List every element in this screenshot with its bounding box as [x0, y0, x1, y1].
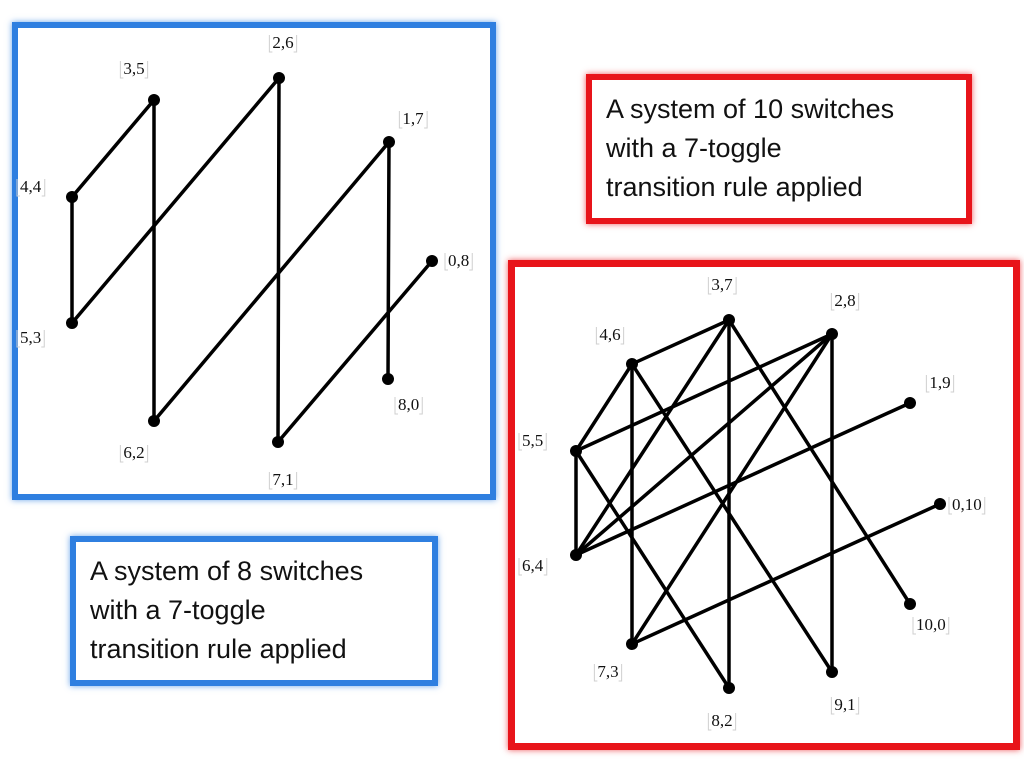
- caption-10-line-2: with a 7-toggle: [606, 133, 782, 163]
- edge-4-6-to-3-7: [630, 318, 731, 366]
- caption-10-line-3: transition rule applied: [606, 172, 863, 202]
- label-bracket: [268, 35, 298, 53]
- edge-3-7-to-10-0: [727, 318, 912, 606]
- node-label-0-8: 0,8: [448, 251, 469, 270]
- label-bracket: [925, 375, 955, 393]
- label-bracket: [707, 713, 737, 731]
- node-label-5-5: 5,5: [522, 431, 543, 450]
- caption-8-line-1: A system of 8 switches: [90, 556, 364, 586]
- node-3-5: [148, 94, 160, 106]
- node-label-6-4: 6,4: [522, 556, 544, 575]
- edge-0-10-to-7-3: [630, 502, 942, 646]
- node-label-9-1: 9,1: [834, 695, 855, 714]
- label-bracket: [268, 472, 298, 490]
- edge-3-7-to-6-4: [574, 318, 731, 557]
- graph-ten: 3,7 2,8 4,6 1,9 5,5 0,10 6,4 10,0 7,3 9,1 8,2: [518, 275, 986, 731]
- node-label-8-2: 8,2: [711, 711, 732, 730]
- node-9-1: [826, 666, 838, 678]
- edge-5-5-to-8-2: [574, 449, 731, 690]
- node-label-1-9: 1,9: [929, 373, 950, 392]
- node-10-0: [904, 598, 916, 610]
- label-bracket: [398, 111, 428, 129]
- node-5-5: [570, 445, 582, 457]
- label-bracket: [595, 327, 625, 345]
- node-0-8: [426, 255, 438, 267]
- edge-2-6-to-7-1: [276, 76, 281, 444]
- label-bracket: [948, 497, 986, 515]
- node-8-0: [382, 373, 394, 385]
- graph-8-switches-panel: [12, 22, 496, 500]
- node-label-3-5: 3,5: [123, 59, 144, 78]
- label-bracket: [912, 617, 950, 635]
- caption-8-line-3: transition rule applied: [90, 634, 347, 664]
- node-8-2: [723, 682, 735, 694]
- label-bracket: [830, 697, 860, 715]
- edge-5-3-to-2-6: [70, 76, 281, 325]
- edge-1-9-to-6-4: [574, 401, 912, 557]
- edge-6-2-to-1-7: [152, 140, 391, 423]
- label-bracket: [518, 433, 547, 451]
- node-0-10: [934, 498, 946, 510]
- node-6-4: [570, 549, 582, 561]
- caption-10-switches: A system of 10 switches with a 7-toggle …: [586, 74, 972, 224]
- edge-2-8-to-5-5: [574, 332, 834, 453]
- node-label-7-3: 7,3: [597, 662, 618, 681]
- node-2-8: [826, 328, 838, 340]
- label-bracket: [830, 293, 860, 311]
- node-label-4-6: 4,6: [599, 325, 620, 344]
- node-6-2: [148, 415, 160, 427]
- caption-10-line-1: A system of 10 switches: [606, 94, 895, 124]
- label-bracket: [707, 277, 737, 295]
- edge-7-1-to-0-8: [276, 259, 434, 444]
- label-bracket: [394, 397, 423, 415]
- node-3-7: [723, 314, 735, 326]
- node-5-3: [66, 317, 78, 329]
- edge-4-4-to-3-5: [70, 98, 156, 199]
- node-label-8-0: 8,0: [398, 395, 419, 414]
- label-bracket: [119, 61, 149, 79]
- node-1-7: [383, 136, 395, 148]
- node-label-2-6: 2,6: [272, 33, 293, 52]
- node-2-6: [273, 72, 285, 84]
- node-label-3-7: 3,7: [711, 275, 733, 294]
- node-label-5-3: 5,3: [20, 328, 41, 347]
- label-bracket: [518, 558, 548, 576]
- node-4-6: [626, 358, 638, 370]
- node-label-10-0: 10,0: [916, 615, 946, 634]
- graph-eight: 3,5 2,6 1,7 0,8 4,4 5,3 8,0 6,2 7,1: [16, 33, 473, 490]
- label-bracket: [444, 253, 473, 271]
- edge-1-7-to-8-0: [386, 140, 391, 381]
- node-label-7-1: 7,1: [272, 470, 293, 489]
- node-7-3: [626, 638, 638, 650]
- caption-8-switches: A system of 8 switches with a 7-toggle t…: [70, 536, 438, 686]
- node-label-4-4: 4,4: [20, 177, 42, 196]
- node-label-6-2: 6,2: [123, 443, 144, 462]
- node-label-0-10: 0,10: [952, 495, 982, 514]
- node-1-9: [904, 397, 916, 409]
- caption-8-line-2: with a 7-toggle: [90, 595, 266, 625]
- edge-6-4-to-2-8: [574, 332, 834, 557]
- node-label-1-7: 1,7: [402, 109, 424, 128]
- node-label-2-8: 2,8: [834, 291, 855, 310]
- label-bracket: [119, 445, 149, 463]
- label-bracket: [16, 179, 46, 197]
- label-bracket: [593, 664, 623, 682]
- label-bracket: [16, 330, 45, 348]
- edge-4-6-to-5-5: [574, 362, 634, 453]
- node-7-1: [272, 436, 284, 448]
- node-4-4: [66, 191, 78, 203]
